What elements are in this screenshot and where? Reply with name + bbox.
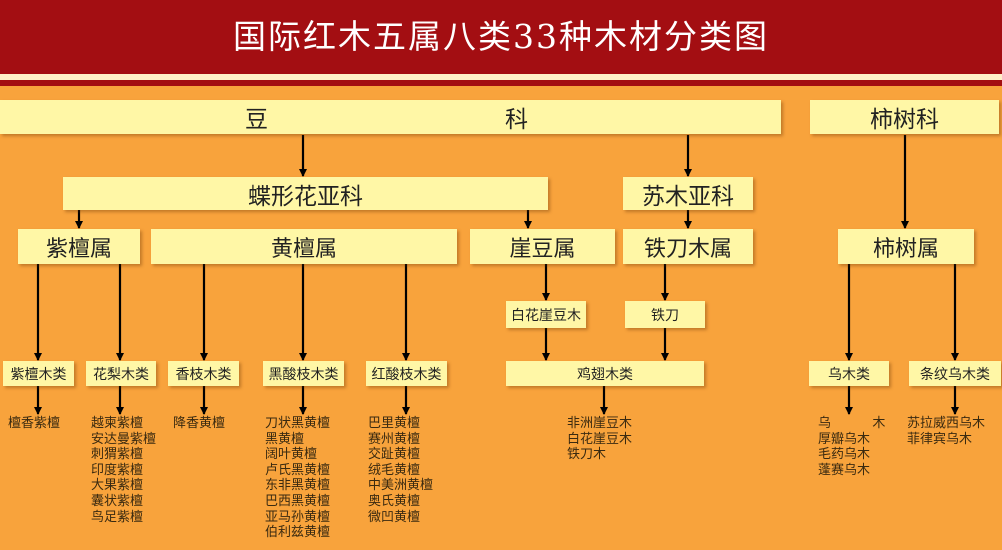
header-divider [0, 74, 1002, 80]
list-jichi: 非洲崖豆木 白花崖豆木 铁刀木 [567, 416, 633, 463]
subfamily-die-box: 蝶形花亚科 [63, 177, 548, 210]
class-zitanmu-box: 紫檀木类 [3, 361, 74, 386]
header-bar [0, 0, 1002, 86]
species-baihua-box: 白花崖豆木 [506, 301, 586, 328]
list-tiaowen: 苏拉威西乌木 菲律宾乌木 [907, 416, 986, 447]
page-title: 国际红木五属八类33种木材分类图 [233, 17, 769, 56]
list-wumu: 乌 木 厚瓣乌木 毛药乌木 蓬赛乌木 [818, 416, 886, 478]
list-huali: 越柬紫檀 安达曼紫檀 刺猬紫檀 印度紫檀 大果紫檀 囊状紫檀 鸟足紫檀 [91, 416, 157, 525]
genus-tiedao-box: 铁刀木属 [623, 229, 753, 264]
list-heisuanzhi: 刀状黑黄檀 黑黄檀 阔叶黄檀 卢氏黑黄檀 东非黑黄檀 巴西黑黄檀 亚马孙黄檀 伯… [265, 416, 331, 541]
family-dou-left: 豆 [245, 107, 268, 133]
genus-shishu-box: 柿树属 [838, 229, 974, 264]
class-wumu-box: 乌木类 [809, 361, 889, 386]
class-heisuanzhi-box: 黑酸枝木类 [263, 361, 344, 386]
class-tiaowen-box: 条纹乌木类 [909, 361, 1001, 386]
class-huali-box: 花梨木类 [86, 361, 156, 386]
list-hongsuanzhi: 巴里黄檀 赛州黄檀 交趾黄檀 绒毛黄檀 中美洲黄檀 奥氏黄檀 微凹黄檀 [368, 416, 434, 525]
class-jichi-box: 鸡翅木类 [506, 361, 704, 386]
family-dou-right: 科 [505, 107, 528, 133]
genus-huangtan-box: 黄檀属 [151, 229, 457, 264]
species-tiedao-box: 铁刀 [625, 301, 705, 328]
list-xiangzhi: 降香黄檀 [173, 416, 226, 431]
genus-yadou-box: 崖豆属 [470, 229, 615, 264]
genus-zitan-box: 紫檀属 [18, 229, 140, 264]
class-hongsuanzhi-box: 红酸枝木类 [366, 361, 447, 386]
family-shi-box: 柿树科 [810, 100, 999, 134]
class-xiangzhi-box: 香枝木类 [168, 361, 239, 386]
subfamily-su-box: 苏木亚科 [623, 177, 753, 210]
list-zitanmu: 檀香紫檀 [8, 416, 61, 431]
family-dou-box: 豆 科 [0, 100, 781, 134]
